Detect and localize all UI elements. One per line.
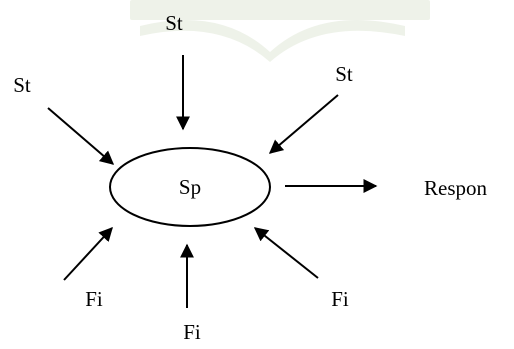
output-label: Respon [424, 176, 488, 200]
factor-label-left: Fi [85, 287, 103, 311]
stimulus-label-top: St [165, 11, 183, 35]
stimulus-label-right: St [335, 62, 353, 86]
stimulus-label-left: St [13, 73, 31, 97]
arrow-stimulus-left [47, 107, 115, 165]
factor-label-center: Fi [183, 320, 201, 344]
watermark-logo [130, 0, 430, 63]
factor-label-right: Fi [331, 287, 349, 311]
center-ellipse [109, 147, 271, 227]
arrow-stimulus-right [268, 94, 339, 154]
arrow-factor-right [253, 227, 319, 279]
arrow-factor-left [63, 226, 113, 281]
center-label: Sp [179, 175, 201, 199]
